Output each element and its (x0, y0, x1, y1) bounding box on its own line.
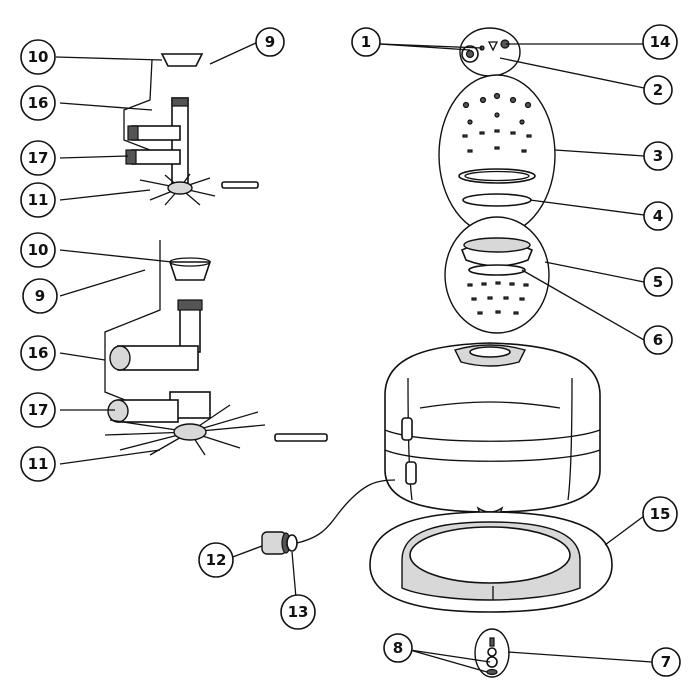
callout-9-lower: 9 (22, 278, 58, 314)
callout-4: 4 (643, 201, 673, 231)
drain-bubble (474, 628, 510, 678)
callout-11-lower: 11 (20, 446, 56, 482)
svg-text:11: 11 (28, 455, 49, 473)
svg-text:4: 4 (653, 207, 663, 225)
tank-base (369, 511, 613, 613)
svg-text:3: 3 (653, 147, 663, 165)
side-fitting (261, 479, 396, 555)
filter-tank (384, 342, 601, 518)
callout-9-upper: 9 (255, 27, 285, 57)
callout-16-lower: 16 (20, 335, 56, 371)
upper-internals-bubble (438, 74, 556, 236)
leader-lines (55, 41, 653, 673)
lower-internals-bubble (444, 216, 550, 334)
svg-text:16: 16 (28, 94, 49, 112)
lower-laterals (104, 404, 266, 456)
svg-text:13: 13 (288, 603, 309, 621)
svg-text:9: 9 (35, 287, 45, 305)
callout-2: 2 (643, 75, 673, 105)
svg-text:15: 15 (650, 505, 671, 523)
callout-11-upper: 11 (20, 182, 56, 218)
callout-17-lower: 17 (20, 392, 56, 428)
callout-1: 1 (351, 27, 381, 57)
callout-10-lower: 10 (20, 232, 56, 268)
svg-text:9: 9 (265, 33, 275, 51)
svg-text:17: 17 (28, 401, 49, 419)
callout-8: 8 (383, 633, 413, 663)
upper-laterals (139, 173, 216, 206)
lower-hole-pattern (467, 281, 529, 315)
callout-14: 14 (642, 24, 678, 60)
callout-3: 3 (643, 141, 673, 171)
callout-13: 13 (280, 594, 316, 630)
svg-text:1: 1 (361, 33, 371, 51)
upper-pipe-assembly (123, 53, 259, 206)
callout-6: 6 (643, 325, 673, 355)
lower-pipe-assembly (104, 240, 328, 456)
svg-text:7: 7 (661, 653, 671, 671)
svg-text:10: 10 (28, 241, 49, 259)
callout-12: 12 (198, 542, 234, 578)
svg-text:14: 14 (650, 33, 671, 51)
callout-16-upper: 16 (20, 85, 56, 121)
svg-text:2: 2 (653, 81, 663, 99)
svg-text:6: 6 (653, 331, 663, 349)
svg-text:11: 11 (28, 191, 49, 209)
callout-7: 7 (651, 647, 681, 677)
callout-17-upper: 17 (20, 140, 56, 176)
top-fittings-bubble (459, 27, 521, 77)
svg-text:8: 8 (393, 639, 403, 657)
callout-10-upper: 10 (20, 39, 56, 75)
svg-text:10: 10 (28, 48, 49, 66)
callout-5: 5 (643, 267, 673, 297)
svg-text:17: 17 (28, 149, 49, 167)
svg-text:5: 5 (653, 273, 663, 291)
callout-15: 15 (642, 496, 678, 532)
svg-text:16: 16 (28, 344, 49, 362)
hole-pattern (462, 92, 532, 153)
svg-text:12: 12 (206, 551, 227, 569)
